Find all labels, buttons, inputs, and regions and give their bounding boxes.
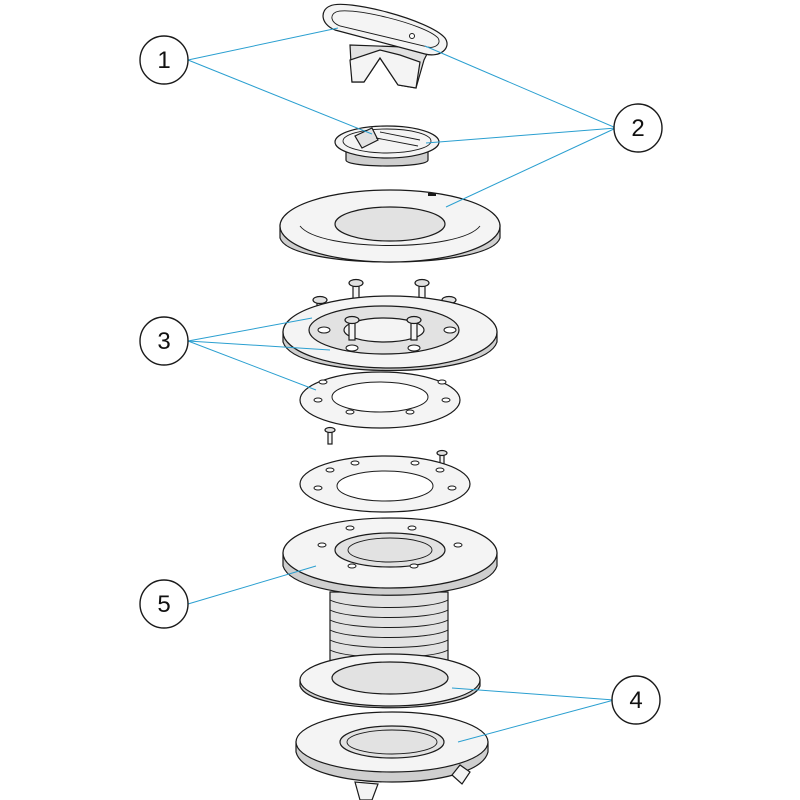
leader-2a [424,45,617,129]
screw [406,315,422,341]
callout-2: 2 [613,103,663,153]
callout-label: 3 [157,328,170,355]
callout-1: 1 [139,35,189,85]
callout-label: 5 [157,591,170,618]
leader-lines [187,27,617,743]
callout-label: 4 [629,687,642,714]
leader-3c [187,340,317,391]
flange-plate [282,295,498,372]
leader-3b [187,340,331,351]
screw [324,426,336,445]
callout-3: 3 [139,316,189,366]
callout-4: 4 [611,675,661,725]
lock-nut [295,711,489,800]
leader-1b [187,59,373,135]
callout-label: 1 [157,47,170,74]
leader-3a [187,317,313,342]
key-handle [322,3,448,89]
callout-label: 2 [631,115,644,142]
callout-5: 5 [139,579,189,629]
gasket-ring [299,371,461,429]
cap-plug [334,125,440,167]
leader-4b [457,699,615,743]
leader-4a [451,687,615,701]
leader-1a [187,27,339,61]
trim-ring [279,189,501,263]
screw [344,315,360,341]
leader-5 [187,565,317,605]
leader-2c [445,127,617,208]
washer [299,653,481,709]
leader-2b [425,127,617,144]
gasket-ring-lower [299,455,471,513]
